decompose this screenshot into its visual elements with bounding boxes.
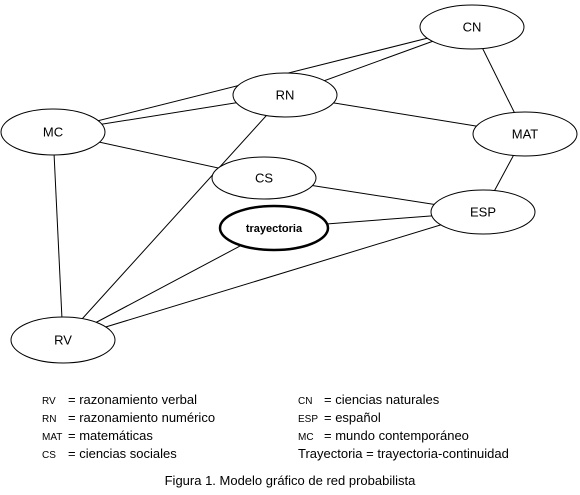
legend-abbr: MAT — [42, 432, 63, 443]
edge-mc-rv — [52, 131, 64, 341]
legend-text: = mundo contemporáneo — [324, 428, 469, 443]
legend-abbr: CN — [298, 396, 313, 407]
node-label: MC — [43, 124, 63, 139]
legend-row: CS = ciencias sociales — [42, 446, 215, 464]
node-esp: ESP — [430, 189, 536, 235]
node-ellipse — [0, 108, 106, 156]
node-ellipse — [430, 189, 536, 235]
legend-row: MC = mundo contemporáneo — [298, 428, 509, 446]
node-ellipse — [232, 72, 338, 118]
legend-row: ESP = español — [298, 410, 509, 428]
legend-abbr: RV — [42, 396, 56, 407]
node-cn: CN — [419, 4, 525, 50]
legend-row: RV = razonamiento verbal — [42, 392, 215, 410]
legend-text: = español — [324, 410, 381, 425]
node-ellipse — [472, 111, 578, 157]
legend-text: = ciencias sociales — [68, 446, 177, 461]
node-cs: CS — [211, 156, 317, 200]
node-ellipse — [211, 156, 317, 200]
node-ellipse — [10, 316, 116, 364]
edge-rn-rv — [62, 94, 286, 341]
node-label: ESP — [470, 204, 496, 219]
edge-tray-rv — [62, 227, 275, 341]
node-tray: trayectoria — [218, 204, 330, 252]
legend-abbr: ESP — [298, 414, 319, 425]
node-ellipse — [218, 204, 330, 252]
node-label: MAT — [512, 126, 539, 141]
node-label: CN — [463, 19, 482, 34]
legend-row: RN = razonamiento numérico — [42, 410, 215, 428]
figure-caption: Figura 1. Modelo gráfico de red probabil… — [164, 473, 416, 488]
legend-abbr: RN — [42, 414, 57, 425]
legend-abbr: CS — [42, 450, 56, 461]
node-label: CS — [255, 170, 273, 185]
node-rn: RN — [232, 72, 338, 118]
node-rv: RV — [10, 316, 116, 364]
edge-rv-esp — [62, 211, 484, 341]
node-label: RV — [54, 332, 72, 347]
legend-text: = matemáticas — [68, 428, 153, 443]
legend-text: = ciencias naturales — [324, 392, 440, 407]
legend-abbr: MC — [298, 432, 314, 443]
node-ellipse — [419, 4, 525, 50]
legend-text: = razonamiento verbal — [68, 392, 197, 407]
legend-row-trayectoria: Trayectoria = trayectoria-continuidad — [298, 446, 509, 461]
node-label: RN — [276, 87, 295, 102]
node-mat: MAT — [472, 111, 578, 157]
node-label: trayectoria — [246, 223, 303, 235]
legend-row: CN = ciencias naturales — [298, 392, 509, 410]
legend-text: = razonamiento numérico — [68, 410, 216, 425]
node-mc: MC — [0, 108, 106, 156]
legend-row: MAT = matemáticas — [42, 428, 215, 446]
